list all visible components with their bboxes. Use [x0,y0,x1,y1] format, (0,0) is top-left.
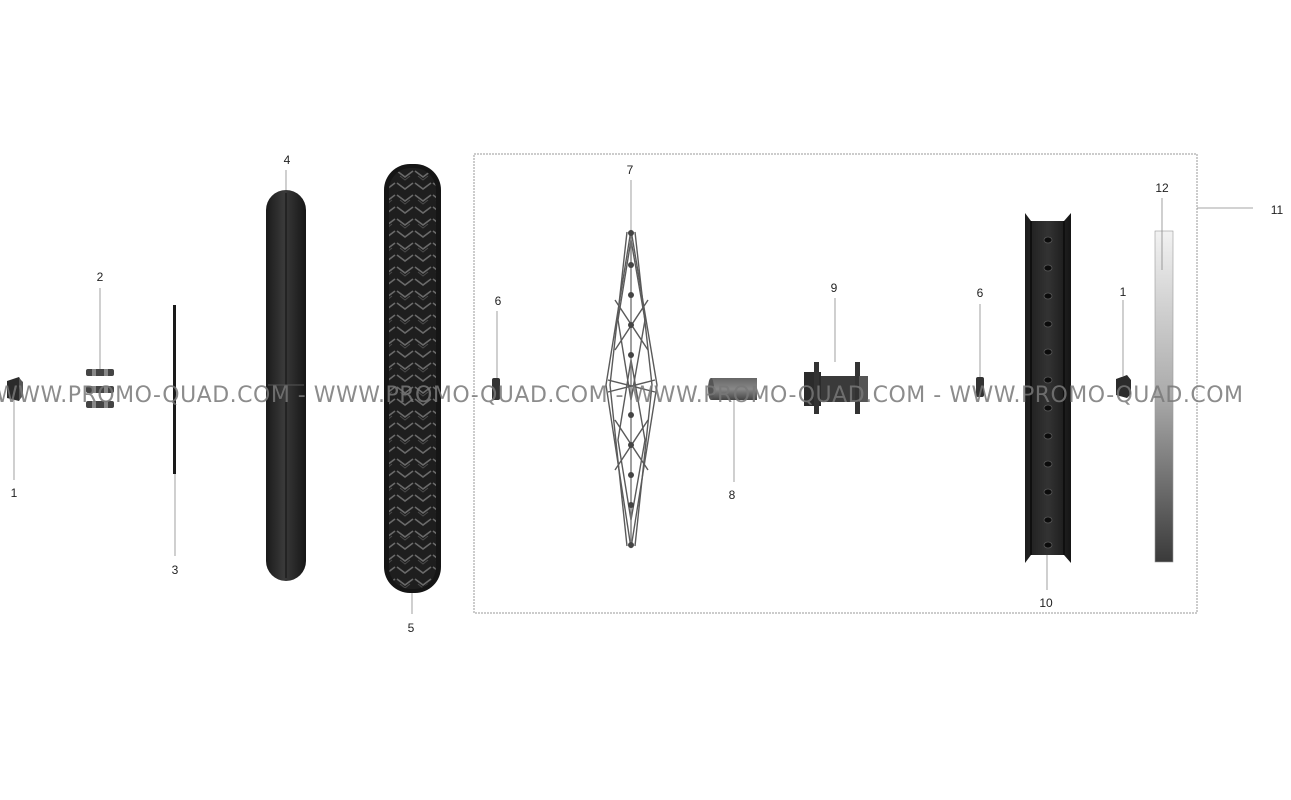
callout-10: 10 [1039,596,1053,610]
callout-6-left: 6 [494,294,502,308]
part-9-hub [804,362,868,414]
part-7-spoke-nipples [628,230,634,548]
part-10-rim-holes [1043,236,1053,549]
part-6-left-spacer [492,378,500,400]
part-1-left-valve [7,377,23,401]
part-10-rim [1025,213,1071,563]
leader-lines [13,170,1253,614]
callout-7: 7 [626,163,634,177]
part-2-nuts [86,369,114,408]
callout-6-right: 6 [976,286,984,300]
callout-11: 11 [1270,203,1284,217]
part-7-spokes [605,229,658,549]
part-1-right-valve [1116,375,1131,398]
part-8-axle-sleeve [708,378,757,400]
part-6-right-spacer [976,377,984,397]
callout-5: 5 [407,621,415,635]
callout-2: 2 [96,270,104,284]
callout-9: 9 [830,281,838,295]
callout-3: 3 [171,563,179,577]
part-12-strip [1154,230,1174,563]
assembly-frame [473,153,1198,614]
part-3-rim-band [173,305,176,474]
part-5-tyre [384,164,441,593]
callout-12: 12 [1155,181,1169,195]
callout-4: 4 [283,153,291,167]
callout-1-right: 1 [1119,285,1127,299]
callout-8: 8 [728,488,736,502]
part-4-inner-tube [266,190,306,581]
callout-1-left: 1 [10,486,18,500]
